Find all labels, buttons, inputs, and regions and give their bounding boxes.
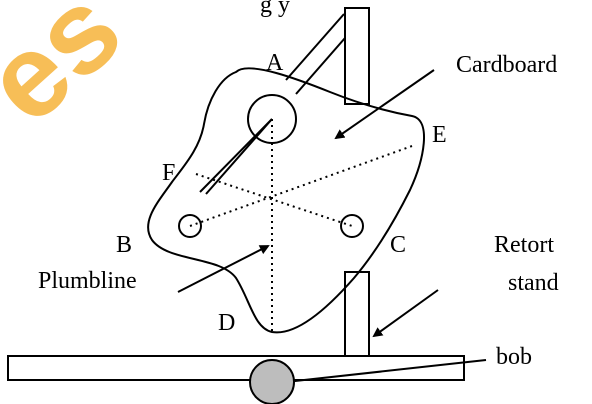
- pin-rod-lower: [295, 37, 346, 95]
- suspension-hole-b: [178, 214, 202, 238]
- label-f: F: [162, 160, 175, 186]
- label-c: C: [390, 232, 406, 258]
- bob-arrow: [284, 359, 487, 387]
- dotted-line-f-c: [195, 173, 353, 227]
- label-b: B: [116, 232, 132, 258]
- top-partial-text: g y: [260, 0, 290, 18]
- label-d: D: [218, 310, 235, 336]
- retort-stand-base: [7, 355, 465, 381]
- needle-lower: [205, 118, 273, 195]
- plumbline-arrow: [177, 245, 270, 293]
- label-cardboard: Cardboard: [456, 52, 557, 78]
- label-bob: bob: [496, 344, 532, 370]
- watermark-logo: es: [0, 0, 146, 149]
- label-plumbline: Plumbline: [38, 268, 137, 294]
- label-retort-line1: Retort: [494, 232, 554, 258]
- watermark-text: es: [0, 0, 146, 149]
- plumb-bob: [249, 359, 295, 404]
- suspension-hole-c: [340, 214, 364, 238]
- label-retort-line2: stand: [508, 270, 559, 296]
- cardboard-arrow: [334, 69, 435, 140]
- label-a: A: [266, 50, 284, 76]
- retort-stand-arrow: [372, 289, 439, 338]
- label-e: E: [432, 122, 447, 148]
- pin-rod-upper: [285, 13, 345, 81]
- cardboard-lamina: [147, 67, 425, 334]
- upper-stand-post: [344, 7, 370, 105]
- dotted-line-b-e: [189, 145, 413, 227]
